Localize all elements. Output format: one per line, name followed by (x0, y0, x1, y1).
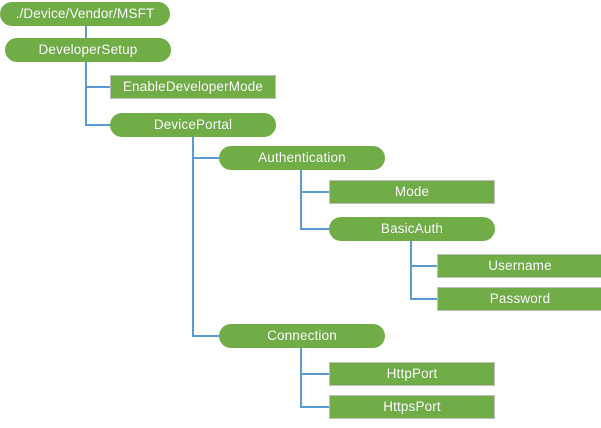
edge-connection-httpport (300, 348, 329, 375)
node-httpsport[interactable]: HttpsPort (329, 395, 495, 419)
node-password[interactable]: Password (437, 287, 601, 311)
node-developersetup[interactable]: DeveloperSetup (5, 38, 171, 62)
node-password-label: Password (489, 291, 551, 307)
edge-basicauth-password (410, 266, 437, 300)
node-enabledevelopermode-label: EnableDeveloperMode (122, 79, 264, 95)
node-username-label: Username (488, 258, 552, 274)
edge-developersetup-enabledevelopermode (85, 62, 110, 88)
node-mode[interactable]: Mode (329, 180, 495, 204)
node-httpport[interactable]: HttpPort (329, 362, 495, 386)
node-httpport-label: HttpPort (386, 366, 438, 382)
node-root-label: ./Device/Vendor/MSFT (15, 6, 155, 22)
node-connection[interactable]: Connection (219, 324, 385, 348)
node-connection-label: Connection (267, 328, 337, 344)
node-mode-label: Mode (394, 184, 430, 200)
node-root[interactable]: ./Device/Vendor/MSFT (0, 2, 170, 26)
node-username[interactable]: Username (437, 254, 601, 278)
node-authentication-label: Authentication (258, 150, 346, 166)
node-basicauth-label: BasicAuth (380, 221, 444, 237)
edge-deviceportal-connection (192, 158, 229, 337)
node-authentication[interactable]: Authentication (219, 146, 385, 170)
node-developersetup-label: DeveloperSetup (38, 42, 138, 58)
node-basicauth[interactable]: BasicAuth (329, 217, 495, 241)
node-deviceportal[interactable]: DevicePortal (110, 113, 276, 137)
edge-basicauth-username (410, 241, 437, 267)
edge-authentication-mode (300, 170, 329, 193)
edge-connection-httpsport (300, 374, 329, 408)
node-enabledevelopermode[interactable]: EnableDeveloperMode (110, 75, 276, 99)
node-deviceportal-label: DevicePortal (153, 117, 233, 133)
node-httpsport-label: HttpsPort (383, 399, 441, 415)
